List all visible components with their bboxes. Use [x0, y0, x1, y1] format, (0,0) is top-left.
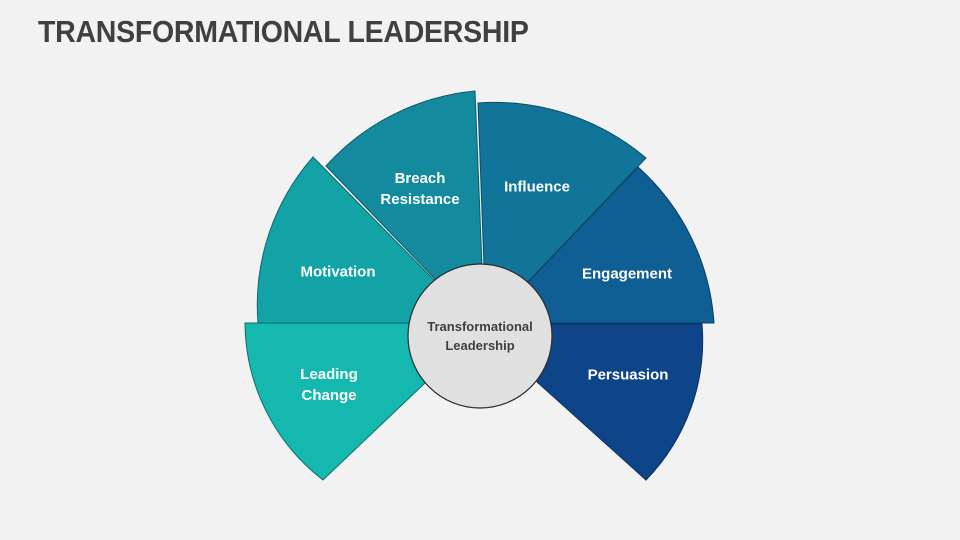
- center-circle[interactable]: [407, 263, 553, 409]
- label-line: Influence: [504, 178, 570, 196]
- segment-breach-resistance[interactable]: [325, 90, 483, 281]
- segment-motivation[interactable]: [256, 156, 441, 324]
- segment-label-influence: Influence: [504, 177, 570, 198]
- segment-persuasion[interactable]: [536, 323, 704, 481]
- segment-leading-change[interactable]: [244, 322, 431, 481]
- segment-label-engagement: Engagement: [582, 264, 672, 285]
- segment-label-breach-resistance: Breach Resistance: [380, 168, 459, 210]
- center-label: Transformational Leadership: [427, 317, 532, 355]
- label-line: Engagement: [581, 265, 673, 283]
- page-title: TRANSFORMATIONAL LEADERSHIP: [38, 14, 529, 49]
- label-line: Persuasion: [587, 366, 669, 384]
- segment-influence[interactable]: [477, 101, 647, 283]
- label-line: Change: [301, 387, 357, 404]
- segment-label-persuasion: Persuasion: [588, 365, 669, 386]
- label-line: Resistance: [380, 191, 460, 208]
- segment-label-leading-change: Leading Change: [300, 364, 358, 406]
- center-label-line: Leadership: [445, 338, 515, 353]
- center-label-line: Transformational: [427, 319, 533, 334]
- label-line: Motivation: [300, 263, 376, 281]
- segment-engagement[interactable]: [527, 166, 715, 324]
- label-line: Breach: [394, 170, 446, 187]
- segment-label-motivation: Motivation: [301, 262, 376, 283]
- label-line: Leading: [300, 366, 358, 383]
